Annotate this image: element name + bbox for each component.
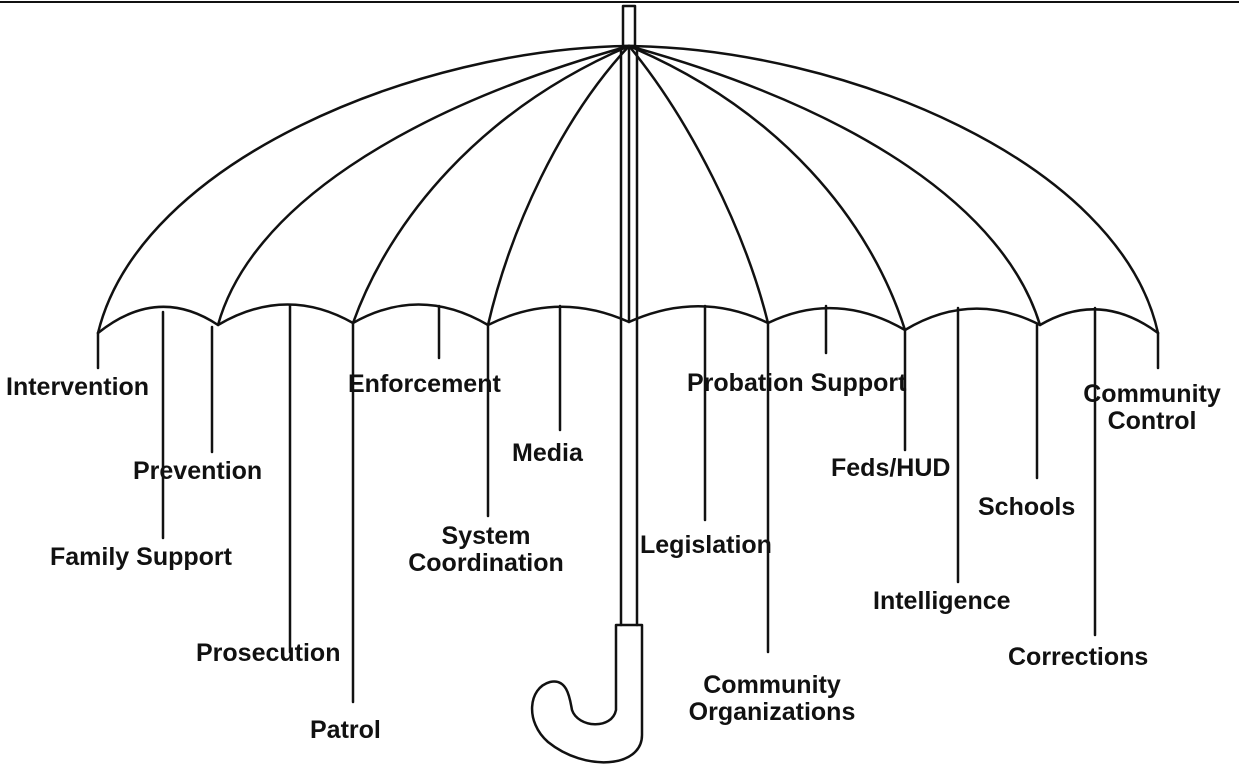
label-community-organizations-line-1: Community [703, 671, 841, 699]
label-family-support: Family Support [50, 543, 232, 571]
umbrella-finial [621, 4, 637, 48]
label-media: Media [512, 439, 583, 467]
canopy-rib [627, 44, 1042, 327]
canopy-rib [627, 44, 907, 332]
label-enforcement: Enforcement [348, 370, 501, 398]
label-corrections: Corrections [1008, 643, 1149, 671]
label-prevention: Prevention [133, 457, 263, 485]
label-community-organizations: Community Organizations [672, 672, 872, 726]
label-intervention: Intervention [6, 373, 150, 401]
canopy-rib [216, 44, 631, 327]
label-probation-support: Probation Support [687, 369, 907, 397]
canopy-rib [351, 44, 631, 325]
label-community-control-line-2: Control [1107, 407, 1197, 435]
canopy-rib [486, 44, 631, 327]
label-community-control-line-1: Community [1083, 380, 1221, 408]
umbrella-handle [530, 623, 644, 764]
label-legislation: Legislation [640, 531, 772, 559]
label-patrol: Patrol [310, 716, 381, 744]
label-system-coordination-line-1: System [441, 522, 531, 550]
label-feds-hud: Feds/HUD [831, 454, 951, 482]
label-community-organizations-line-2: Organizations [688, 698, 856, 726]
label-intelligence: Intelligence [873, 587, 1011, 615]
label-system-coordination-line-2: Coordination [408, 549, 564, 577]
label-schools: Schools [978, 493, 1076, 521]
label-community-control: Community Control [1068, 381, 1236, 435]
label-system-coordination: System Coordination [386, 523, 586, 577]
canopy-rib [627, 44, 770, 325]
label-prosecution: Prosecution [196, 639, 341, 667]
